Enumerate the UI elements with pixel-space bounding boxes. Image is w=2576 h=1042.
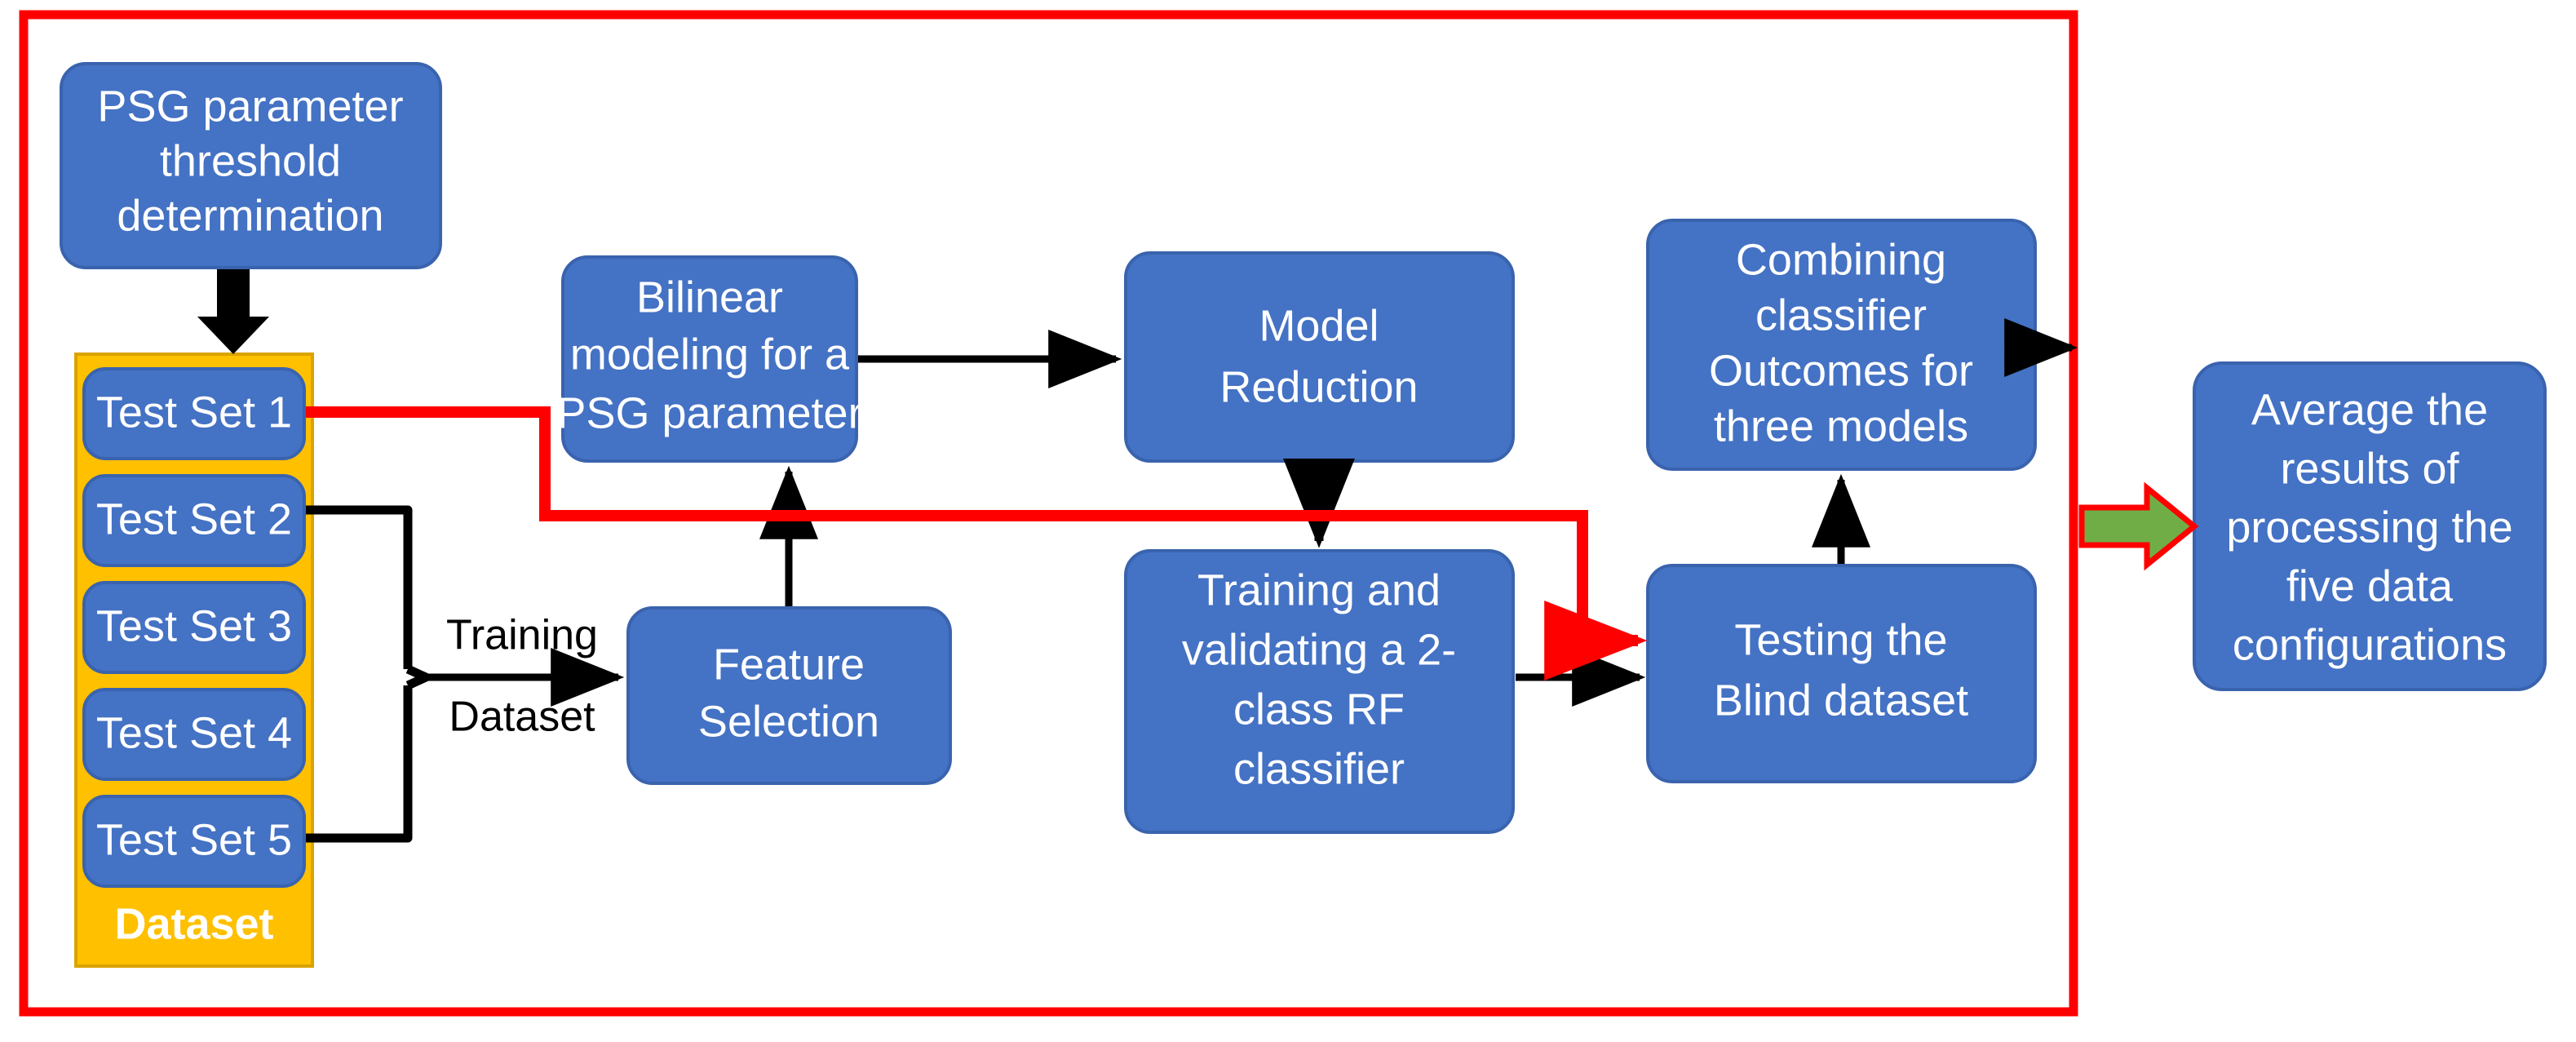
psg-threshold-line-3: determination xyxy=(117,191,383,240)
connector-testset1-to-testing-blind xyxy=(306,406,1648,681)
psg-threshold-box[interactable] xyxy=(60,62,442,269)
node-training-validating[interactable]: Training and validating a 2- class RF cl… xyxy=(1124,549,1515,834)
test-set-1-label: Test Set 1 xyxy=(96,388,292,437)
testing-blind-line-2: Blind dataset xyxy=(1714,676,1968,725)
average-results-line-4: five data xyxy=(2286,561,2454,610)
node-combining-classifier[interactable]: Combining classifier Outcomes for three … xyxy=(1646,219,2037,471)
connector-psg-to-dataset xyxy=(197,269,269,354)
testing-blind-line-1: Testing the xyxy=(1734,615,1947,664)
training-validating-line-3: class RF xyxy=(1233,685,1405,734)
bilinear-modeling-line-2: modeling for a xyxy=(570,330,850,379)
test-set-5[interactable]: Test Set 5 xyxy=(82,795,306,888)
test-set-5-label: Test Set 5 xyxy=(96,815,292,864)
test-set-3-label: Test Set 3 xyxy=(96,601,292,650)
node-model-reduction[interactable]: Model Reduction xyxy=(1124,251,1515,463)
psg-to-dataset-arrow xyxy=(197,269,269,354)
node-feature-selection[interactable]: Feature Selection xyxy=(626,606,952,785)
combining-classifier-line-3: Outcomes for xyxy=(1709,346,1973,395)
test-set-2-box[interactable] xyxy=(82,474,306,567)
connector-testsets-to-feature-selection: Training Dataset xyxy=(306,505,625,843)
feature-selection-line-2: Selection xyxy=(698,697,879,746)
bilinear-modeling-line-1: Bilinear xyxy=(636,273,783,321)
connector-border-to-average xyxy=(2078,481,2199,571)
average-results-line-2: results of xyxy=(2280,444,2459,493)
training-validating-line-4: classifier xyxy=(1233,744,1405,793)
model-reduction-line-2: Reduction xyxy=(1219,362,1418,411)
test-set-5-box[interactable] xyxy=(82,795,306,888)
node-testing-blind[interactable]: Testing the Blind dataset xyxy=(1646,564,2037,783)
test-set-2-label: Test Set 2 xyxy=(96,494,292,543)
combining-classifier-line-1: Combining xyxy=(1736,235,1946,284)
average-results-line-1: Average the xyxy=(2251,385,2488,434)
training-validating-box[interactable] xyxy=(1124,549,1515,834)
training-validating-line-2: validating a 2- xyxy=(1182,625,1456,674)
test-set-4-label: Test Set 4 xyxy=(96,708,292,757)
bilinear-modeling-line-3: PSG parameter xyxy=(556,388,862,437)
test-set-2[interactable]: Test Set 2 xyxy=(82,474,306,567)
model-reduction-line-1: Model xyxy=(1259,301,1379,350)
training-dataset-label-line-2: Dataset xyxy=(449,694,595,741)
test-set-3-box[interactable] xyxy=(82,581,306,674)
test-set-1-box[interactable] xyxy=(82,367,306,460)
average-results-line-3: processing the xyxy=(2226,503,2512,552)
average-results-line-5: configurations xyxy=(2233,620,2507,669)
combining-classifier-line-4: three models xyxy=(1714,401,1968,450)
testing-blind-box[interactable] xyxy=(1646,564,2037,783)
green-block-arrow-icon xyxy=(2078,481,2199,571)
psg-threshold-line-1: PSG parameter xyxy=(97,82,403,131)
model-reduction-box[interactable] xyxy=(1124,251,1515,463)
test-set-1[interactable]: Test Set 1 xyxy=(82,367,306,460)
feature-selection-box[interactable] xyxy=(626,606,952,785)
dataset-container-label: Dataset xyxy=(114,899,273,948)
test-set-4[interactable]: Test Set 4 xyxy=(82,688,306,781)
combining-classifier-line-2: classifier xyxy=(1755,290,1927,339)
node-bilinear-modeling[interactable]: Bilinear modeling for a PSG parameter xyxy=(556,255,863,463)
node-average-results[interactable]: Average the results of processing the fi… xyxy=(2193,361,2547,691)
feature-selection-line-1: Feature xyxy=(713,640,865,689)
bilinear-modeling-box[interactable] xyxy=(561,255,858,463)
psg-threshold-line-2: threshold xyxy=(160,136,341,185)
test-set-3[interactable]: Test Set 3 xyxy=(82,581,306,674)
test-set-4-box[interactable] xyxy=(82,688,306,781)
training-validating-line-1: Training and xyxy=(1197,565,1441,614)
outer-red-border xyxy=(19,10,2078,1017)
node-psg-threshold[interactable]: PSG parameter threshold determination xyxy=(60,62,442,269)
training-dataset-label-line-1: Training xyxy=(446,612,598,659)
